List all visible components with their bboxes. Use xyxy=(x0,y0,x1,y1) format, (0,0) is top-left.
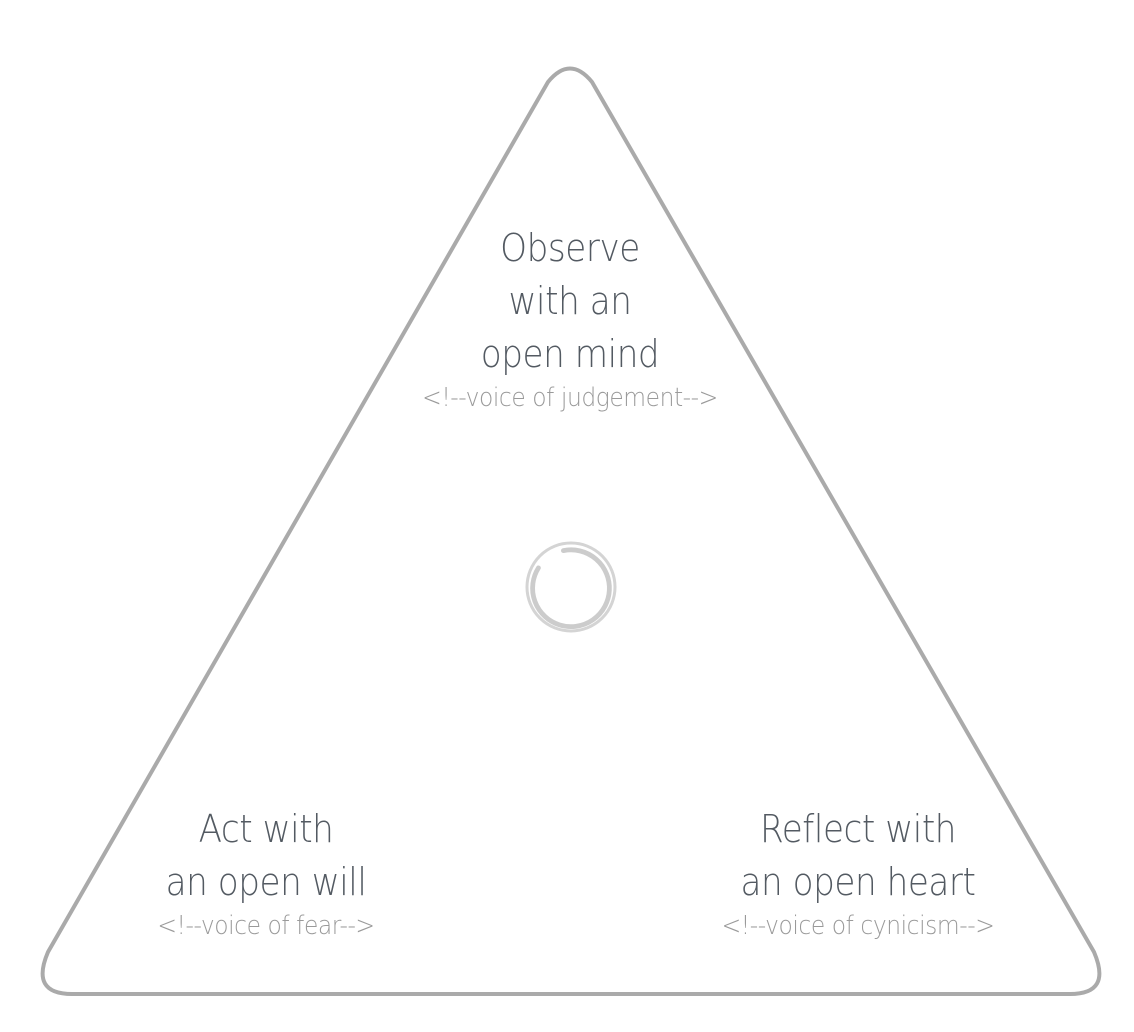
observe-line-1: Observe xyxy=(500,226,640,270)
act-line-2: an open will xyxy=(165,860,367,904)
top-vertex-label: Observe with an open mind <!--voice of j… xyxy=(370,222,770,415)
reflect-line-2: an open heart xyxy=(740,860,976,904)
reflect-line-1: Reflect with xyxy=(759,807,957,851)
voice-of-judgement: <!--voice of judgement--> xyxy=(422,383,718,413)
act-line-1: Act with xyxy=(198,807,334,851)
voice-of-cynicism: <!--voice of cynicism--> xyxy=(721,911,995,941)
bottom-left-vertex-label: Act with an open will <!--voice of fear-… xyxy=(66,803,466,943)
triangle-outline xyxy=(40,66,1102,996)
observe-line-2: with an xyxy=(508,279,632,323)
observe-line-3: open mind xyxy=(480,332,660,376)
bottom-right-vertex-label: Reflect with an open heart <!--voice of … xyxy=(658,803,1058,943)
loading-spinner-icon xyxy=(525,541,617,633)
voice-of-fear: <!--voice of fear--> xyxy=(157,911,375,941)
